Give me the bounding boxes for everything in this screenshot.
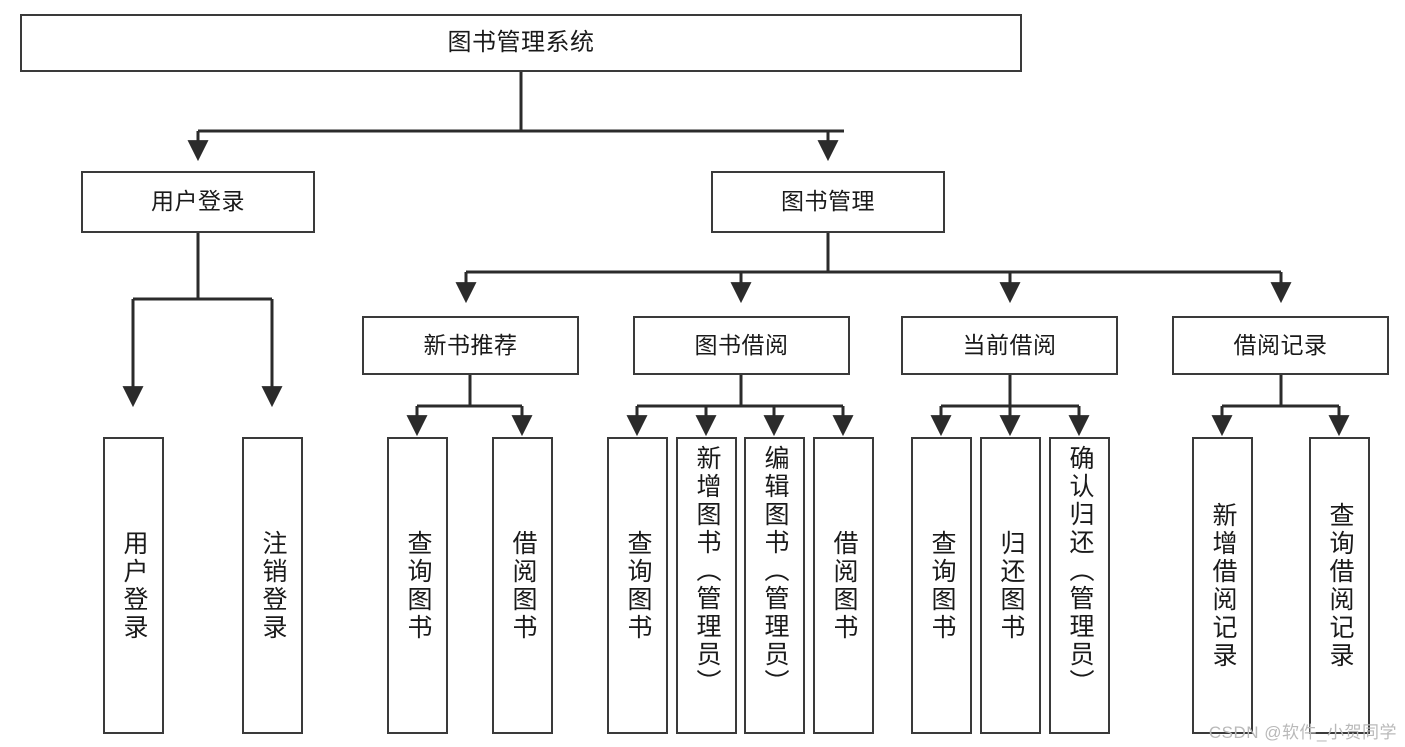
node-label: 借阅记录 [1233, 331, 1328, 358]
node-label: 用户登录 [151, 188, 245, 215]
leaf-user-login-logout[interactable]: 注销登录 [242, 437, 303, 734]
leaf-borrow-edit-book-admin[interactable]: 编辑图书（管理员） [744, 437, 805, 734]
node-label: 图书借阅 [694, 331, 789, 358]
node-label: 图书管理 [781, 188, 875, 215]
node-label: 编辑图书（管理员） [761, 445, 789, 697]
node-new-book-recommend[interactable]: 新书推荐 [362, 316, 579, 375]
node-label: 新增图书（管理员） [693, 445, 721, 697]
leaf-recommend-borrow-book[interactable]: 借阅图书 [492, 437, 553, 734]
node-label: 新书推荐 [423, 331, 518, 358]
node-current-borrow[interactable]: 当前借阅 [901, 316, 1118, 375]
node-user-login[interactable]: 用户登录 [81, 171, 315, 233]
node-label: 归还图书 [997, 529, 1025, 642]
node-label: 借阅图书 [830, 529, 858, 642]
leaf-borrow-borrow-book[interactable]: 借阅图书 [813, 437, 874, 734]
node-label: 查询图书 [928, 529, 956, 642]
node-label: 查询图书 [624, 529, 652, 642]
leaf-borrow-add-book-admin[interactable]: 新增图书（管理员） [676, 437, 737, 734]
node-label: 图书管理系统 [447, 28, 595, 56]
leaf-current-query-book[interactable]: 查询图书 [911, 437, 972, 734]
leaf-user-login-login[interactable]: 用户登录 [103, 437, 164, 734]
leaf-borrow-query-book[interactable]: 查询图书 [607, 437, 668, 734]
leaf-record-query-record[interactable]: 查询借阅记录 [1309, 437, 1370, 734]
leaf-current-confirm-return-admin[interactable]: 确认归还（管理员） [1049, 437, 1110, 734]
leaf-record-add-record[interactable]: 新增借阅记录 [1192, 437, 1253, 734]
node-label: 用户登录 [120, 529, 148, 642]
leaf-current-return-book[interactable]: 归还图书 [980, 437, 1041, 734]
node-label: 确认归还（管理员） [1066, 445, 1094, 697]
node-label: 查询图书 [404, 529, 432, 642]
leaf-recommend-query-book[interactable]: 查询图书 [387, 437, 448, 734]
watermark-text: CSDN @软件_小贺同学 [1208, 723, 1397, 742]
node-root-system[interactable]: 图书管理系统 [20, 14, 1022, 72]
node-label: 查询借阅记录 [1326, 501, 1354, 670]
node-label: 注销登录 [259, 529, 287, 642]
node-label: 当前借阅 [962, 331, 1057, 358]
node-label: 借阅图书 [509, 529, 537, 642]
node-label: 新增借阅记录 [1209, 501, 1237, 670]
node-book-borrow[interactable]: 图书借阅 [633, 316, 850, 375]
node-borrow-record[interactable]: 借阅记录 [1172, 316, 1389, 375]
node-book-management[interactable]: 图书管理 [711, 171, 945, 233]
